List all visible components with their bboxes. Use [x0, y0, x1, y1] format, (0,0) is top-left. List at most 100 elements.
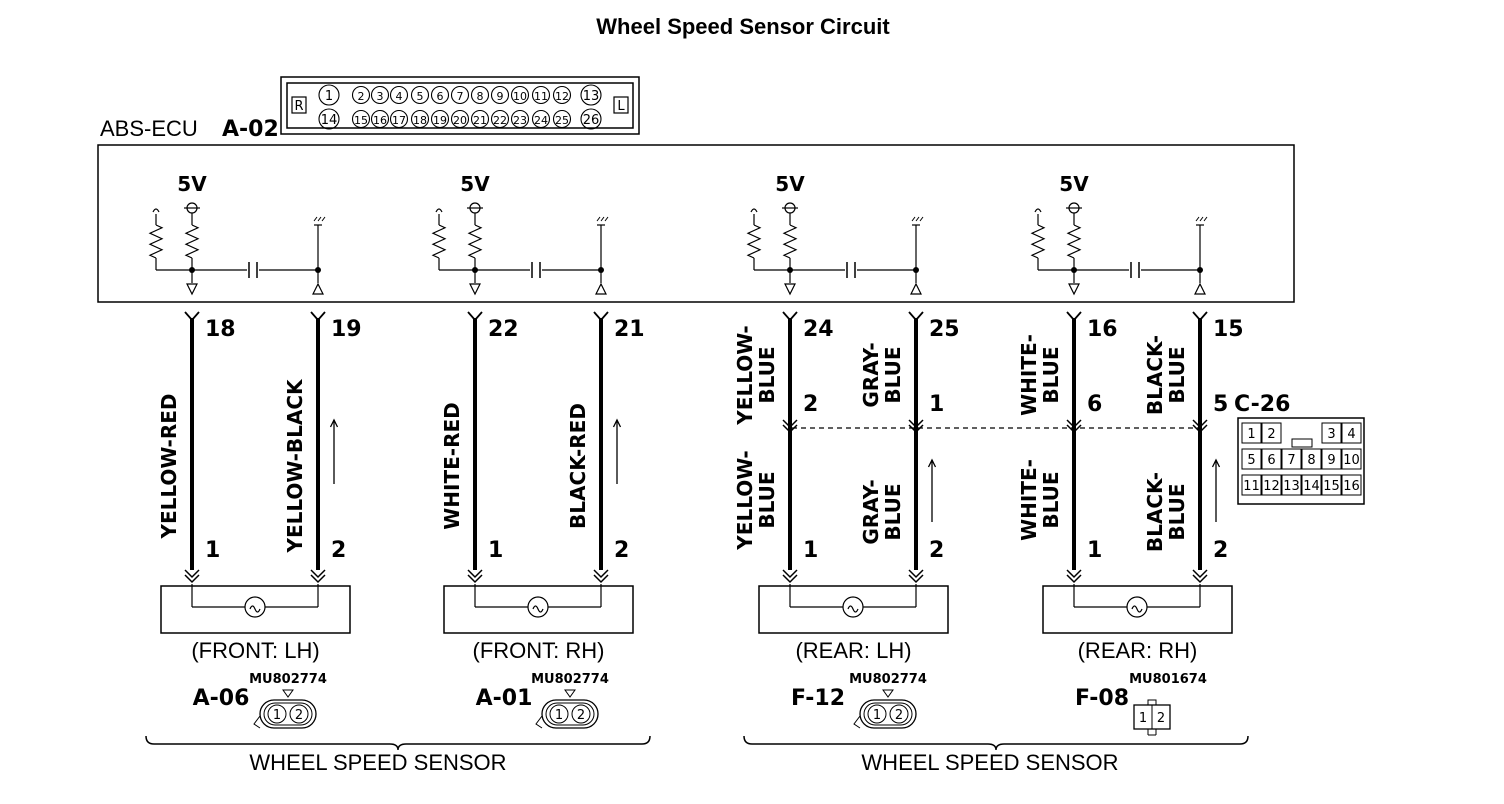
ecu-pin-label: 2: [358, 90, 365, 103]
junction-cell-label: 12: [1263, 479, 1280, 494]
sensor-pin-number: 1: [803, 538, 818, 563]
ecu-pin-circle: [389, 85, 409, 105]
ecu-pin-label: 7: [457, 90, 464, 103]
connector-key-icon: [882, 689, 894, 698]
junction-cell-label: 11: [1243, 479, 1260, 494]
junction-cell: [1261, 422, 1282, 444]
junction-cell: [1261, 448, 1282, 470]
wire-color-label: BLACK-: [1143, 335, 1167, 415]
sensor-pin-number: 1: [1087, 538, 1102, 563]
sensor-coil-icon: [842, 596, 864, 618]
ecu-pin-number: 15: [1213, 317, 1244, 342]
terminal-chevron: [184, 574, 200, 584]
ecu-pin-circle: [410, 85, 430, 105]
wire-color-label: BLACK-RED: [566, 403, 590, 529]
junction-cell: [1281, 448, 1302, 470]
ecu-pin-circle: [531, 109, 551, 129]
sensor-connector-pin: 1: [555, 708, 563, 723]
sensor-part-number: MU802774: [849, 672, 927, 687]
pullup-resistor: [782, 224, 798, 259]
terminal-chevron: [467, 574, 483, 584]
group-brace-rear: [743, 735, 1249, 751]
junction-cell: [1281, 474, 1302, 496]
junction-cell: [1341, 422, 1362, 444]
junction-cell-label: 16: [1343, 479, 1360, 494]
junction-connector-code: C-26: [1234, 392, 1290, 417]
ecu-pin-label: 11: [534, 90, 548, 103]
terminal-chevron: [782, 419, 798, 429]
ecu-pin-circle: [580, 84, 602, 106]
wire-color-label: BLUE: [1165, 483, 1189, 540]
pullup-resistor: [1066, 224, 1082, 259]
supply-5v-label: 5V: [460, 172, 490, 196]
input-triangle: [186, 283, 198, 296]
terminal-chevron: [593, 569, 609, 579]
ecu-pin-circle: [370, 85, 390, 105]
terminal-chevron: [782, 569, 798, 579]
ecu-pin-circle: [552, 109, 572, 129]
junction-cell-label: 3: [1327, 427, 1335, 442]
wire-color-label: GRAY-: [859, 479, 883, 544]
bias-resistor: [1030, 224, 1046, 259]
terminal-chevron: [467, 569, 483, 579]
sensor-connector-code: F-12: [791, 686, 845, 711]
sensor-box: [1042, 585, 1233, 634]
junction-cell-label: 2: [1267, 427, 1275, 442]
wire-color-label: YELLOW-: [733, 325, 757, 425]
terminal-chevron: [184, 569, 200, 579]
ecu-pin-number: 18: [205, 317, 236, 342]
junction-cell-label: 15: [1323, 479, 1340, 494]
supply-5v-label: 5V: [775, 172, 805, 196]
sensor-connector-pin: 1: [873, 708, 881, 723]
ecu-pin-circle: [351, 85, 371, 105]
diagram-title: Wheel Speed Sensor Circuit: [596, 14, 890, 39]
ecu-pin-label: 25: [555, 114, 569, 127]
sensor-coil-icon: [1126, 596, 1148, 618]
wire-color-label: BLUE: [1039, 346, 1063, 403]
junction-dot: [189, 267, 195, 273]
ecu-pin-label: 16: [373, 114, 387, 127]
junction-cell-label: 10: [1343, 453, 1360, 468]
ecu-pin-label: 9: [497, 90, 504, 103]
junction-cell: [1301, 448, 1322, 470]
junction-cell: [1321, 422, 1342, 444]
ecu-pin-label: 12: [555, 90, 569, 103]
ecu-pin-circle: [430, 85, 450, 105]
sensor-pin-number: 2: [1213, 538, 1228, 563]
ecu-pin-label: 15: [354, 114, 368, 127]
sensor-connector-code: A-01: [476, 686, 533, 711]
output-triangle: [1194, 282, 1206, 295]
terminal-chevron: [1066, 569, 1082, 579]
sensor-coil-icon: [244, 596, 266, 618]
ecu-pin-label: 17: [392, 114, 406, 127]
ecu-pin-label: 14: [321, 113, 338, 128]
ecu-pin-label: 23: [513, 114, 527, 127]
sensor-connector-pin: 2: [895, 708, 903, 723]
sensor-pin-number: 1: [205, 538, 220, 563]
ecu-pin-label: 6: [437, 90, 444, 103]
sensor-pin-number: 2: [929, 538, 944, 563]
terminal-chevron: [1192, 574, 1208, 584]
input-triangle: [784, 283, 796, 296]
junction-pin-number: 6: [1087, 392, 1102, 417]
sensor-coil-icon: [527, 596, 549, 618]
ecu-pin-circle: [370, 109, 390, 129]
ecu-pin-number: 19: [331, 317, 362, 342]
sensor-connector-icon: [259, 699, 317, 729]
terminal-chevron: [310, 569, 326, 579]
wire-color-label: WHITE-: [1017, 459, 1041, 541]
ecu-pin-circle: [580, 108, 602, 130]
sensor-pin-number: 1: [488, 538, 503, 563]
ecu-pin-label: 18: [413, 114, 427, 127]
terminal-chevron: [310, 574, 326, 584]
ecu-pin-circle: [470, 109, 490, 129]
junction-pin-number: 2: [803, 392, 818, 417]
sensor-connector-pin: 1: [273, 708, 281, 723]
input-triangle: [1068, 283, 1080, 296]
